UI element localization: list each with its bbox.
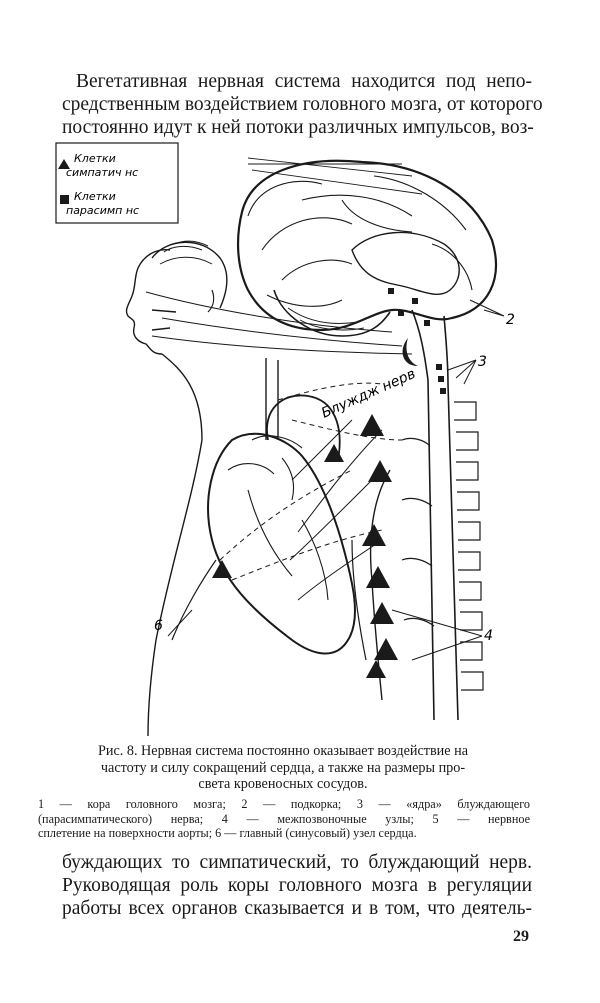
- figure-label-3: 3: [478, 354, 487, 370]
- vagus-nerve-label: Блуждж нерв: [319, 366, 418, 422]
- legend-line: 1 — кора головного мозга; 2 — подкорка; …: [38, 797, 530, 811]
- square-marker-icon: [60, 195, 69, 204]
- caption-line: Рис. 8. Нервная система постоянно оказыв…: [97, 743, 469, 759]
- caption-line: света кровеносных сосудов.: [198, 776, 368, 792]
- text-line: работы всех органов сказывается и в том,…: [62, 898, 532, 919]
- cerebellum: [273, 289, 391, 337]
- brain-outline: [236, 159, 497, 332]
- legend-box: [55, 142, 179, 224]
- legend-label-parasympathetic-2: парасимп нс: [66, 204, 139, 217]
- aorta: [266, 394, 341, 461]
- sympathetic-ganglia: [212, 414, 398, 678]
- figure-label-4: 4: [484, 628, 493, 644]
- text-line: Руководящая роль коры головного мозга в …: [62, 875, 532, 896]
- caption-line: частоту и силу сокращений сердца, а такж…: [100, 759, 466, 776]
- paragraph-top: Вегетативная нервная система находится п…: [62, 70, 543, 139]
- body-outline: [147, 353, 203, 737]
- text-line: средственным воздействием головного мозг…: [62, 94, 543, 115]
- legend-label-parasympathetic-1: Клетки: [74, 190, 116, 203]
- text-line: Вегетативная нервная система находится п…: [76, 71, 532, 92]
- brainstem: [411, 309, 449, 385]
- legend-line: (парасимпатического) нерва; 4 — межпозво…: [38, 811, 530, 826]
- head-profile: [125, 248, 171, 355]
- legend-label-sympathetic-1: Клетки: [74, 152, 116, 165]
- figure-label-6: 6: [154, 618, 163, 634]
- paragraph-bottom: буждающих то симпатический, то блуждающи…: [62, 851, 532, 920]
- figure-drawing: Клетки симпатич нс Клетки парасимп нс Бл…: [55, 142, 515, 737]
- legend-label-sympathetic-2: симпатич нс: [66, 166, 138, 179]
- triangle-marker-icon: [58, 159, 70, 169]
- heart: [207, 432, 356, 655]
- vertebrae: [401, 401, 484, 691]
- figure-legend-text: 1 — кора головного мозга; 2 — подкорка; …: [38, 797, 530, 841]
- spinal-cord: [427, 379, 459, 721]
- legend-line: сплетение на поверхности аорты; 6 — глав…: [38, 826, 417, 840]
- nervous-system-illustration: Клетки симпатич нс Клетки парасимп нс Бл…: [52, 140, 548, 738]
- figure-caption: Рис. 8. Нервная система постоянно оказыв…: [38, 743, 528, 793]
- text-line: постоянно идут к ней потоки различных им…: [62, 117, 534, 138]
- hair: [151, 241, 228, 309]
- figure-label-2: 2: [506, 312, 515, 328]
- page-number: 29: [513, 928, 529, 945]
- parasympathetic-nuclei: [388, 288, 446, 394]
- text-line: буждающих то симпатический, то блуждающи…: [62, 852, 532, 873]
